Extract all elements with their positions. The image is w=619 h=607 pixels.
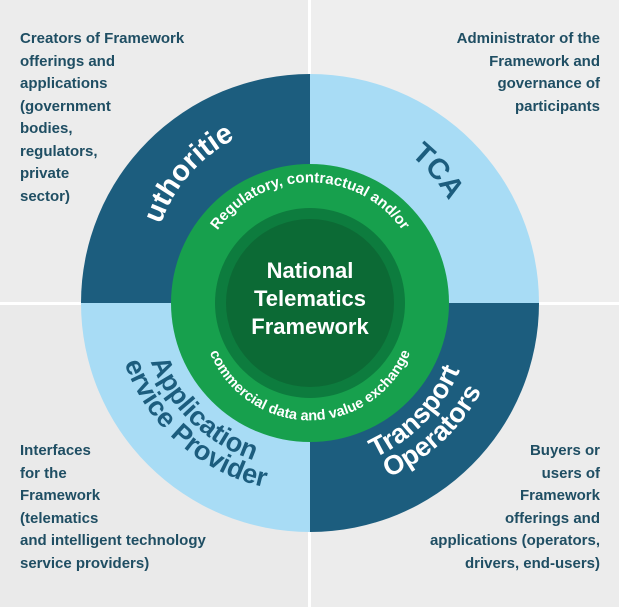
center-title-line1: National [267, 258, 354, 283]
center-title-line3: Framework [251, 314, 369, 339]
note-transport-description: Buyers or users of Framework offerings a… [429, 442, 600, 572]
center-title-line2: Telematics [254, 286, 366, 311]
note-asp-description: Interfaces for the Framework (telematics… [20, 442, 206, 572]
center-circle [226, 219, 394, 387]
note-authorities-description: Creators of Framework offerings and appl… [20, 30, 185, 205]
note-tca-description: Administrator of the Framework and gover… [456, 30, 600, 115]
